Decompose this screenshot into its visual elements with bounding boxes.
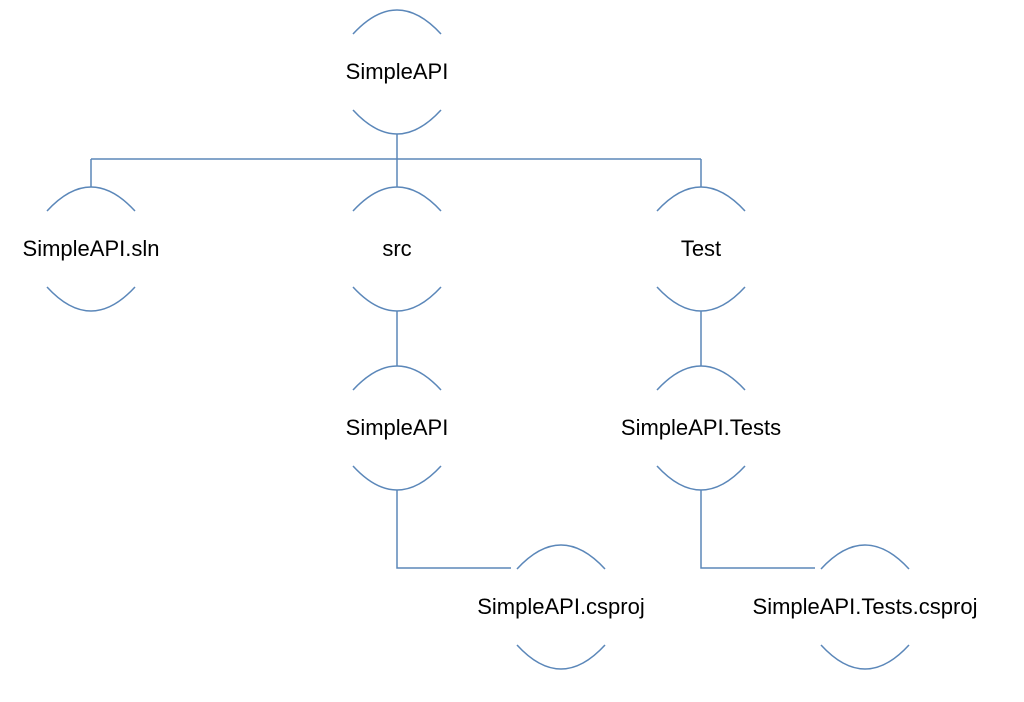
- node-bottom-arc-root: [352, 109, 442, 135]
- node-arcs: [46, 9, 910, 670]
- node-label-test-project: SimpleAPI.Tests: [620, 415, 782, 440]
- node-top-arc-test_project: [656, 365, 746, 391]
- node-bottom-arc-test_csproj: [820, 644, 910, 670]
- node-top-arc-test: [656, 186, 746, 212]
- node-label-src-csproj: SimpleAPI.csproj: [477, 594, 645, 619]
- node-top-arc-test_csproj: [820, 544, 910, 570]
- node-label-test: Test: [680, 236, 722, 261]
- node-top-arc-src: [352, 186, 442, 212]
- node-label-sln: SimpleAPI.sln: [22, 236, 160, 261]
- node-top-arc-src_project: [352, 365, 442, 391]
- node-bottom-arc-src: [352, 286, 442, 312]
- node-label-root: SimpleAPI: [345, 59, 449, 84]
- connector-src-csproj: [396, 490, 511, 569]
- node-bottom-arc-test_project: [656, 465, 746, 491]
- node-bottom-arc-test: [656, 286, 746, 312]
- node-top-arc-root: [352, 9, 442, 35]
- node-label-src: src: [382, 236, 412, 261]
- node-bottom-arc-sln: [46, 286, 136, 312]
- node-bottom-arc-src_csproj: [516, 644, 606, 670]
- connector-lines: [90, 134, 815, 569]
- connector-test-csproj: [700, 490, 815, 569]
- node-label-src-project: SimpleAPI: [345, 415, 449, 440]
- node-bottom-arc-src_project: [352, 465, 442, 491]
- node-top-arc-sln: [46, 186, 136, 212]
- node-top-arc-src_csproj: [516, 544, 606, 570]
- node-label-test-csproj: SimpleAPI.Tests.csproj: [752, 594, 978, 619]
